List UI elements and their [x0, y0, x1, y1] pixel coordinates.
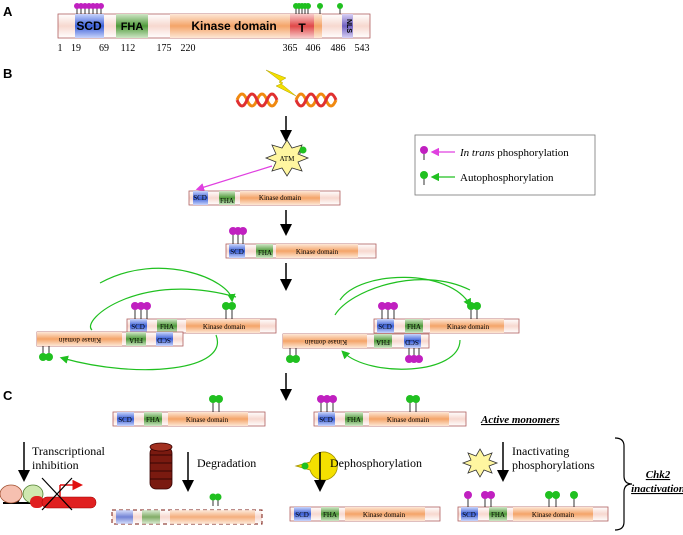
dephosphorylation-label: Dephosphorylation — [330, 456, 422, 470]
scd-label-flipped: SCD — [157, 336, 171, 344]
phosphatase-icon — [294, 451, 338, 481]
nls-domain — [342, 14, 353, 38]
legend-autophospho-label: Autophosphorylation — [460, 172, 554, 184]
t-loop — [290, 14, 314, 38]
kinase-label: Kinase domain — [447, 323, 490, 331]
kinase-starburst-icon — [461, 448, 499, 478]
degradation-label: Degradation — [197, 456, 256, 470]
inactivating-label-1: Inactivating — [512, 444, 569, 458]
pos-112: 112 — [121, 43, 136, 54]
scd-label: SCD — [76, 19, 102, 33]
scd-label-flipped: SCD — [405, 338, 419, 346]
fha-label: FHA — [491, 511, 505, 519]
kinase-label: Kinase domain — [387, 416, 430, 424]
scd-label: SCD — [319, 416, 333, 424]
domain-map: SCD FHA Kinase domain T NLS 1 19 — [58, 3, 371, 54]
pos-1: 1 — [58, 43, 63, 54]
scd-label: SCD — [230, 248, 244, 256]
proteasome-icon — [149, 442, 173, 490]
scd-domain — [75, 14, 104, 38]
dna-double-helix-right — [294, 92, 338, 108]
kinase-domain — [170, 14, 290, 38]
inactivating-label-2: phosphorylations — [512, 458, 595, 472]
atm-autophospho-site — [299, 146, 307, 154]
transcriptional-label-1: Transcriptional — [32, 444, 106, 458]
residue-positions: 1 19 69 112 175 220 365 406 486 543 — [58, 43, 370, 54]
pos-19: 19 — [71, 43, 81, 54]
scd-label: SCD — [118, 416, 132, 424]
legend-in-trans-label: In trans phosphorylation — [459, 147, 569, 159]
pos-365: 365 — [283, 43, 298, 54]
arrow-in-trans-phosphorylation — [195, 165, 273, 192]
scd-label: SCD — [193, 194, 207, 202]
panel-label-c: C — [3, 388, 13, 403]
dna-double-helix-left — [235, 92, 279, 108]
fha-label: FHA — [258, 249, 272, 257]
kinase-label: Kinase domain — [532, 511, 575, 519]
fha-label: FHA — [146, 416, 160, 424]
scd-phospho-sites — [74, 3, 104, 14]
transcription-repression-icon — [0, 477, 97, 511]
active-monomer-autophosphorylated: SCD FHA Kinase domain — [112, 395, 266, 427]
kinase-label-flipped: Kinase domain — [304, 338, 347, 346]
atm-kinase: ATM — [264, 139, 310, 177]
legend: In trans phosphorylation Autophosphoryla… — [414, 134, 596, 196]
kinase-label: Kinase domain — [191, 19, 276, 33]
degraded-chk2 — [111, 493, 263, 525]
pos-69: 69 — [99, 43, 109, 54]
lightning-bolt-icon — [265, 69, 297, 97]
legend-magenta-lollipop-icon — [420, 146, 428, 154]
fha-label: FHA — [160, 323, 174, 331]
chk2-dimer-right: SCD FHA Kinase domain Kinase domain FHA … — [282, 276, 520, 370]
fha-label: FHA — [347, 416, 361, 424]
nls-label: NLS — [345, 19, 352, 33]
kinase-label: Kinase domain — [363, 511, 406, 519]
scd-label: SCD — [131, 323, 145, 331]
panel-label-a: A — [3, 4, 13, 19]
fha-label: FHA — [323, 511, 337, 519]
t-label: T — [298, 21, 306, 35]
pos-406: 406 — [306, 43, 321, 54]
active-monomer-fully-phosphorylated: SCD FHA Kinase domain — [313, 395, 467, 427]
right-brace — [614, 437, 633, 531]
chk2-inactivation-label-1: Chk2 — [646, 469, 671, 481]
chk2-inactive-monomer: SCD FHA Kinase domain — [188, 190, 341, 206]
kinase-label: Kinase domain — [259, 194, 302, 202]
pos-220: 220 — [181, 43, 196, 54]
chk2-dimer-left: SCD FHA Kinase domain Kinase domain FHA … — [36, 267, 277, 371]
pos-486: 486 — [331, 43, 346, 54]
scd-label: SCD — [462, 511, 476, 519]
inactivated-chk2: SCD FHA Kinase domain — [457, 491, 609, 522]
chk2-inactivation-label-2: inactivation — [631, 483, 683, 495]
kinase-label: Kinase domain — [186, 416, 229, 424]
chk2-scd-phosphorylated: SCD FHA Kinase domain — [225, 227, 377, 259]
kinase-label-flipped: Kinase domain — [58, 336, 101, 344]
atm-label: ATM — [280, 155, 296, 163]
transcriptional-label-2: inhibition — [32, 458, 79, 472]
pos-543: 543 — [355, 43, 370, 54]
fha-label: FHA — [121, 21, 144, 33]
panel-label-b: B — [3, 66, 12, 81]
kinase-label: Kinase domain — [203, 323, 246, 331]
scd-label: SCD — [295, 511, 309, 519]
fha-label-flipped: FHA — [129, 336, 143, 344]
dephosphorylated-chk2: SCD FHA Kinase domain — [289, 506, 441, 522]
fha-label: FHA — [407, 323, 421, 331]
fha-domain — [116, 14, 148, 38]
fha-label: FHA — [220, 197, 234, 205]
legend-green-lollipop-icon — [420, 171, 428, 179]
scd-label: SCD — [378, 323, 392, 331]
t-loop-autophospho-sites — [293, 3, 343, 14]
kinase-label: Kinase domain — [296, 248, 339, 256]
fha-label-flipped: FHA — [376, 338, 390, 346]
active-monomers-label: Active monomers — [480, 414, 560, 426]
pos-175: 175 — [157, 43, 172, 54]
